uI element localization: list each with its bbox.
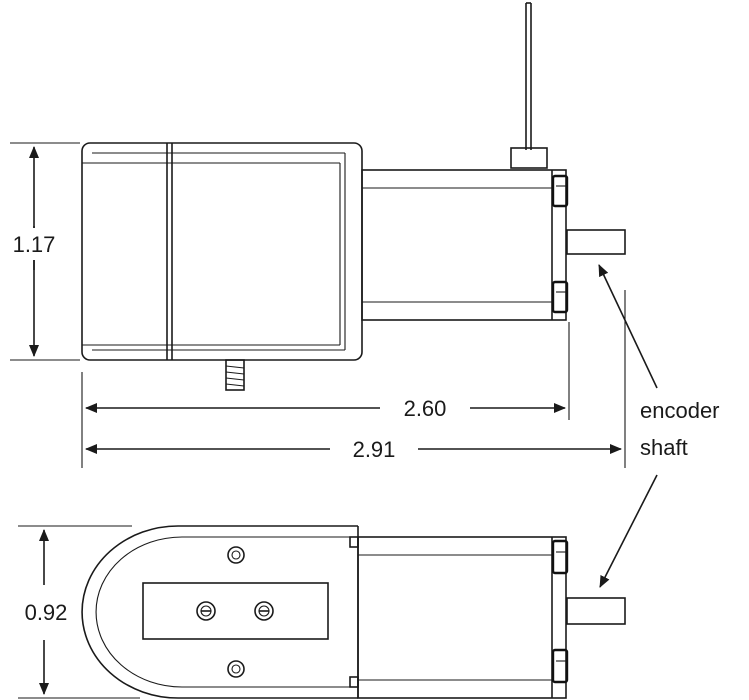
callout-line2: shaft	[640, 435, 688, 460]
slot-screw-right	[254, 601, 274, 621]
motor-body	[361, 169, 567, 321]
width-label: 0.92	[25, 600, 68, 625]
lead-wire	[510, 2, 548, 169]
side-view	[81, 2, 626, 391]
length-to-face-dimension: 2.60	[81, 322, 570, 468]
overall-length-label: 2.91	[353, 437, 396, 462]
mounting-screw	[225, 359, 245, 391]
gearbox-housing	[81, 142, 363, 361]
slot-screw-left	[196, 601, 216, 621]
screw-bottom	[227, 660, 245, 678]
encoder-shaft-top	[566, 597, 626, 625]
top-view	[81, 525, 626, 699]
height-dimension: 1.17	[4, 142, 80, 361]
end-cap-clips	[551, 174, 569, 314]
height-label: 1.17	[13, 232, 56, 257]
center-plate	[142, 582, 329, 640]
length-to-face-label: 2.60	[404, 396, 447, 421]
motor-body-top	[357, 536, 569, 699]
encoder-shaft	[566, 229, 626, 255]
screw-top	[227, 546, 245, 564]
width-dimension: 0.92	[16, 525, 140, 699]
overall-length-dimension: 2.91	[85, 290, 626, 468]
encoder-shaft-callout: encoder shaft	[598, 264, 720, 588]
callout-line1: encoder	[640, 398, 720, 423]
gearbox-top	[81, 525, 359, 699]
